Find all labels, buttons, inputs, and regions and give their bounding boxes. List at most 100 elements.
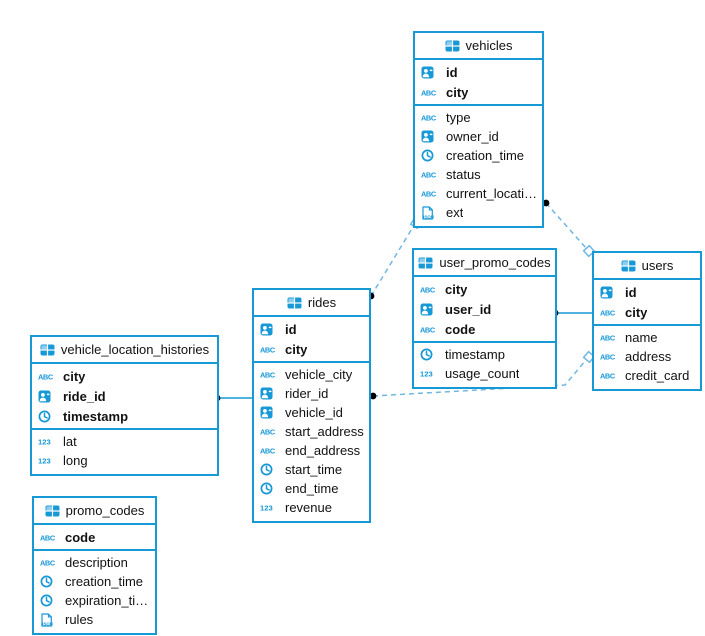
- field-row-user_id[interactable]: user_id: [414, 299, 555, 319]
- field-name: ride_id: [63, 388, 106, 404]
- id-badge-icon: [421, 66, 440, 79]
- field-name: city: [63, 368, 86, 384]
- table-icon: [621, 260, 636, 272]
- svg-text:ABC: ABC: [600, 372, 616, 380]
- field-name: rules: [65, 612, 94, 627]
- clock-icon: [40, 575, 59, 588]
- table-header[interactable]: vehicle_location_histories: [32, 337, 217, 364]
- table-header[interactable]: users: [594, 253, 700, 280]
- text-type-icon: ABC: [421, 189, 440, 198]
- id-badge-icon: [260, 387, 279, 400]
- field-row-start_time[interactable]: start_time: [254, 460, 369, 479]
- field-row-owner_id[interactable]: owner_id: [415, 127, 542, 146]
- field-row-creation_time[interactable]: creation_time: [415, 146, 542, 165]
- svg-text:ABC: ABC: [600, 334, 616, 342]
- field-row-id[interactable]: id: [594, 282, 700, 302]
- relation-line-vehicles-users[interactable]: [545, 202, 587, 249]
- field-row-expiration_time[interactable]: expiration_time: [34, 591, 155, 610]
- field-row-id[interactable]: id: [254, 319, 369, 339]
- table-title: user_promo_codes: [439, 255, 551, 270]
- id-badge-icon: [421, 130, 440, 143]
- field-row-timestamp[interactable]: timestamp: [414, 345, 555, 364]
- svg-text:ABC: ABC: [421, 88, 437, 96]
- field-row-rules[interactable]: JSON rules: [34, 610, 155, 629]
- text-type-icon: ABC: [420, 325, 439, 333]
- id-badge-icon: [38, 390, 57, 403]
- field-name: credit_card: [625, 368, 690, 383]
- id-badge-icon: [260, 406, 279, 419]
- table-title: vehicles: [465, 38, 513, 53]
- clock-icon: [38, 410, 57, 423]
- field-row-city[interactable]: ABC city: [415, 82, 542, 102]
- svg-text:ABC: ABC: [40, 559, 56, 567]
- svg-text:123: 123: [260, 504, 273, 512]
- field-row-credit_card[interactable]: ABC credit_card: [594, 366, 700, 385]
- relation-line-rides-users[interactable]: [372, 359, 587, 397]
- field-row-rider_id[interactable]: rider_id: [254, 384, 369, 403]
- svg-text:ABC: ABC: [600, 353, 616, 361]
- field-row-code[interactable]: ABC code: [414, 319, 555, 339]
- field-name: creation_time: [446, 148, 525, 163]
- field-name: usage_count: [445, 366, 520, 381]
- field-name: start_address: [285, 424, 364, 439]
- svg-text:ABC: ABC: [38, 372, 54, 380]
- table-header[interactable]: user_promo_codes: [414, 250, 555, 277]
- field-row-ride_id[interactable]: ride_id: [32, 386, 217, 406]
- field-name: code: [445, 321, 476, 337]
- field-row-id[interactable]: id: [415, 62, 542, 82]
- field-name: rider_id: [285, 386, 329, 401]
- field-name: status: [446, 167, 481, 182]
- svg-text:ABC: ABC: [421, 190, 437, 198]
- json-type-icon: JSON: [40, 612, 59, 627]
- id-badge-icon: [420, 303, 439, 316]
- field-row-vehicle_id[interactable]: vehicle_id: [254, 403, 369, 422]
- relation-line-rides-vehicles[interactable]: [370, 226, 414, 297]
- table-icon: [287, 297, 302, 309]
- field-name: type: [446, 110, 471, 125]
- field-row-timestamp[interactable]: timestamp: [32, 406, 217, 426]
- field-name: end_time: [285, 481, 339, 496]
- field-row-end_time[interactable]: end_time: [254, 479, 369, 498]
- id-badge-icon: [600, 286, 619, 299]
- field-name: city: [625, 304, 648, 320]
- table-header[interactable]: rides: [254, 290, 369, 317]
- table-header[interactable]: promo_codes: [34, 498, 155, 525]
- field-name: vehicle_id: [285, 405, 343, 420]
- field-name: owner_id: [446, 129, 499, 144]
- field-name: city: [446, 84, 469, 100]
- field-row-creation_time[interactable]: creation_time: [34, 572, 155, 591]
- table-header[interactable]: vehicles: [415, 33, 542, 60]
- field-name: long: [63, 453, 88, 468]
- number-type-icon: 123: [38, 437, 57, 446]
- field-row-city[interactable]: ABC city: [32, 366, 217, 386]
